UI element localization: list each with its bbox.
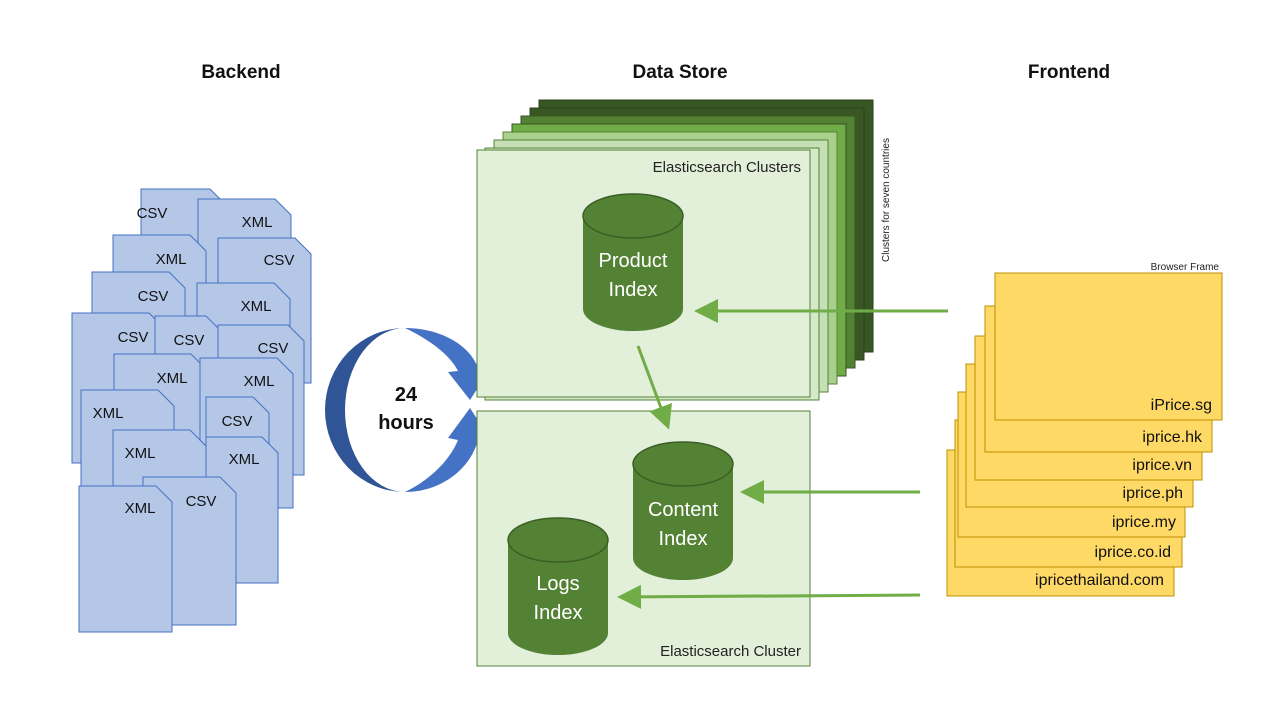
backend-file-label: CSV <box>258 340 289 357</box>
site-domain-label: iprice.hk <box>1142 429 1203 446</box>
logs-index-line2: Index <box>534 602 583 624</box>
content-index-line2: Index <box>659 528 708 550</box>
backend-file-label: CSV <box>137 205 168 222</box>
backend-files: CSV XML XML CSV CSV XML CSV CSV CSV XML XML XML CSV X… <box>71 188 312 633</box>
product-index-line1: Product <box>599 250 668 272</box>
frontend-header: Frontend <box>1027 62 1111 83</box>
logs-index-line1: Logs <box>536 573 579 595</box>
backend-file-label: XML <box>93 405 124 422</box>
backend-file-label: XML <box>125 500 156 517</box>
backend-header: Backend <box>201 62 281 83</box>
site-domain-label: iPrice.sg <box>1151 397 1212 414</box>
cycle-label-number: 24 <box>395 384 418 406</box>
backend-file-label: CSV <box>186 493 217 510</box>
product-index-cylinder: Product Index <box>582 193 684 331</box>
site-domain-label: iprice.co.id <box>1095 544 1171 561</box>
backend-file-label: XML <box>156 251 187 268</box>
refresh-cycle-icon: 24 hours <box>325 328 492 492</box>
elasticsearch-cluster-label: Elasticsearch Cluster <box>660 643 801 660</box>
browser-frame: iPrice.sg <box>994 272 1223 421</box>
backend-file-label: CSV <box>222 413 253 430</box>
logs-index-cylinder: Logs Index <box>507 517 609 655</box>
arrow-frontend-to-logs <box>617 584 921 609</box>
elasticsearch-clusters-label: Elasticsearch Clusters <box>653 159 801 176</box>
backend-file-label: XML <box>125 445 156 462</box>
backend-file-label: CSV <box>264 252 295 269</box>
backend-file-label: XML <box>229 451 260 468</box>
site-domain-label: ipricethailand.com <box>1035 572 1164 589</box>
site-domain-label: iprice.vn <box>1132 457 1192 474</box>
backend-file-icon: XML <box>78 485 173 633</box>
cycle-label-unit: hours <box>378 412 434 434</box>
site-domain-label: iprice.my <box>1112 514 1176 531</box>
backend-file-label: CSV <box>174 332 205 349</box>
site-domain-label: iprice.ph <box>1123 485 1183 502</box>
backend-file-label: CSV <box>138 288 169 305</box>
arrow-product-to-content <box>636 345 672 430</box>
backend-file-label: XML <box>241 298 272 315</box>
browser-frame-label: Browser Frame <box>1151 262 1220 273</box>
backend-file-label: XML <box>157 370 188 387</box>
backend-file-label: CSV <box>118 329 149 346</box>
backend-file-label: XML <box>244 373 275 390</box>
product-index-line2: Index <box>609 279 658 301</box>
clusters-side-label: Clusters for seven countries <box>881 138 892 262</box>
data-store-header: Data Store <box>632 62 728 83</box>
content-index-cylinder: Content Index <box>632 441 734 580</box>
backend-file-label: XML <box>242 214 273 231</box>
content-index-line1: Content <box>648 499 718 521</box>
frontend-sites: ipricethailand.com iprice.co.id iprice.my i… <box>946 272 1223 597</box>
